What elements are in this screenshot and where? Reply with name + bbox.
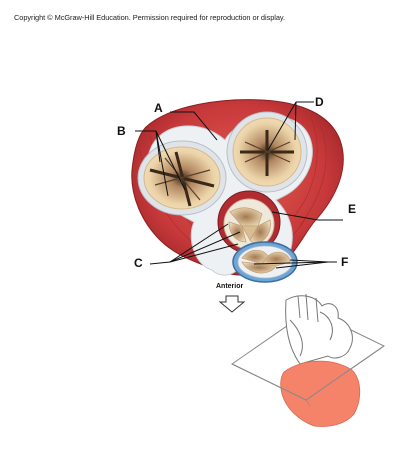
ventricles-below-plane xyxy=(280,360,361,427)
label-c: C xyxy=(134,256,143,270)
anterior-arrow xyxy=(218,295,246,313)
leader-a xyxy=(170,111,218,141)
leader-e xyxy=(271,211,343,221)
heart-plane-inset xyxy=(231,293,385,427)
pulmonary-valve xyxy=(226,111,308,193)
label-b: B xyxy=(117,124,126,138)
blue-ring-valve xyxy=(232,241,298,283)
left-av-valve xyxy=(137,140,227,216)
copyright-notice: Copyright © McGraw-Hill Education. Permi… xyxy=(14,13,286,22)
anterior-label: Anterior xyxy=(216,283,244,290)
leader-c xyxy=(149,261,171,265)
label-e: E xyxy=(348,202,357,216)
label-d: D xyxy=(315,95,324,109)
label-a: A xyxy=(154,101,163,115)
label-f: F xyxy=(341,255,349,269)
aortic-valve xyxy=(217,190,281,254)
